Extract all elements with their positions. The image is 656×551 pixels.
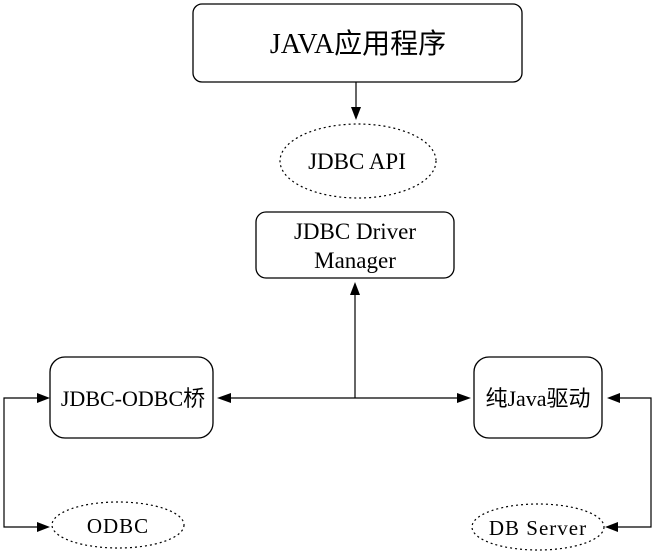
jdbc-api-ellipse [279,123,437,199]
jdbc-api-label: JDBC API [308,149,406,174]
odbc-ellipse [51,501,185,549]
node-db-server: DB Server [471,503,605,551]
edge-purejava-dbserver [605,393,652,532]
node-jdbc-api: JDBC API [279,123,437,199]
arrowhead-left-icon [607,393,620,403]
db-server-ellipse [471,503,605,551]
node-java-app: JAVA应用程序 [192,3,523,83]
node-odbc: ODBC [51,501,185,549]
node-jdbc-odbc-bridge: JDBC-ODBC桥 [49,356,214,439]
jdbc-driver-manager-label-line1: JDBC Driver [294,219,416,244]
edge-bridge-odbc-elbow [3,397,37,528]
arrowhead-left-icon [605,522,618,532]
node-jdbc-driver-manager: JDBC Driver Manager [255,211,455,279]
pure-java-driver-box [473,356,603,439]
edge-bridge-odbc [3,393,50,532]
edge-junction-to-drivermanager [350,282,360,398]
jdbc-odbc-bridge-label: JDBC-ODBC桥 [61,386,205,411]
jdbc-odbc-bridge-box [49,356,214,439]
edge-bridge-purejava [217,393,471,403]
db-server-label: DB Server [489,516,587,540]
odbc-label: ODBC [87,514,149,538]
arrowhead-up-icon [350,282,360,295]
java-app-box [192,3,523,83]
java-app-label: JAVA应用程序 [270,28,446,60]
jdbc-driver-manager-label-line2: Manager [314,248,396,273]
jdbc-driver-manager-box [255,211,455,279]
pure-java-driver-label: 纯Java驱动 [485,386,590,411]
edge-purejava-dbserver-elbow [618,397,652,528]
edge-javaapp-to-jdbcapi [351,82,361,120]
node-pure-java-driver: 纯Java驱动 [473,356,603,439]
arrowhead-right-icon [37,393,50,403]
arrowhead-left-icon [217,393,231,403]
arrowhead-right-icon [457,393,471,403]
arrowhead-down-icon [351,107,361,120]
arrowhead-right-icon [37,522,50,532]
